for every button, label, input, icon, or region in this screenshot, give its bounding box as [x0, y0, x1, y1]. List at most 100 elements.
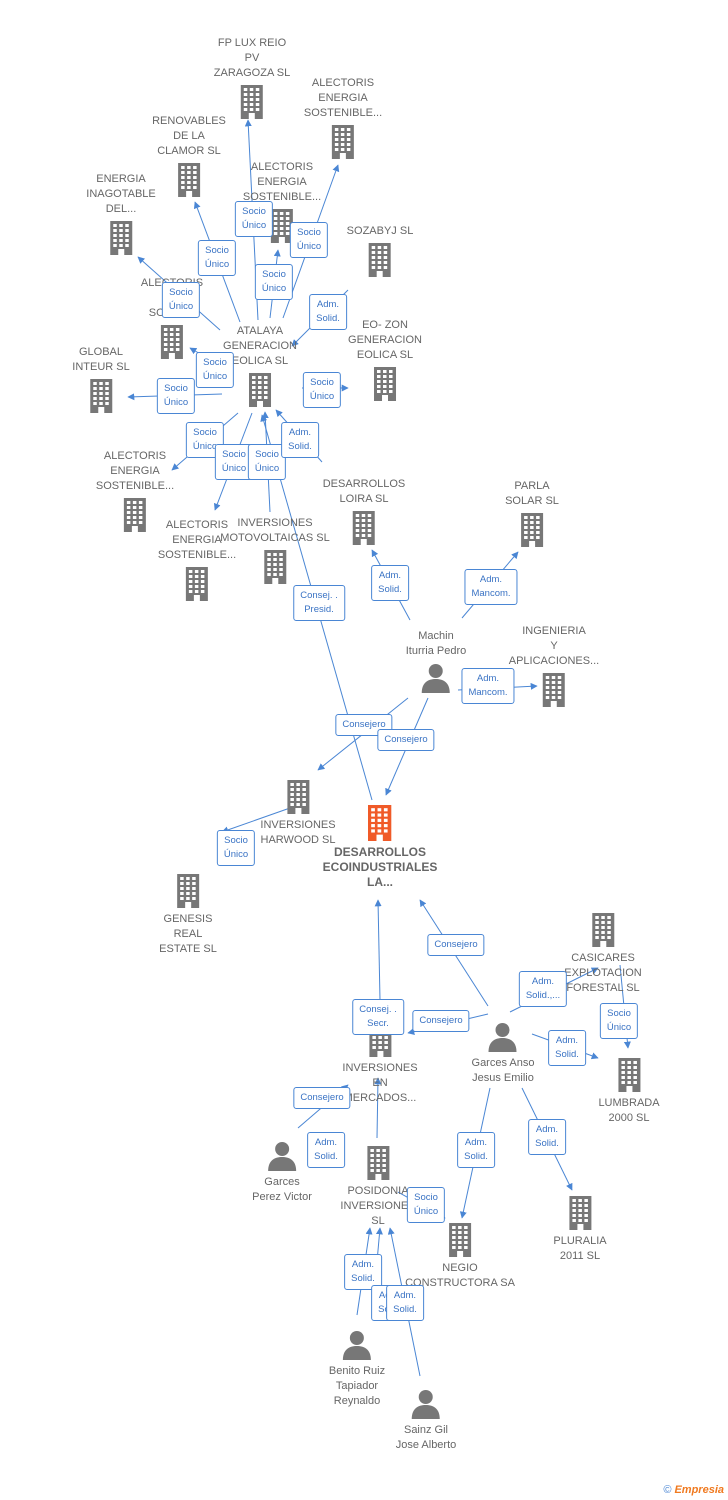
company-node[interactable]: RENOVABLES DE LA CLAMOR SL	[152, 114, 226, 197]
edge-label-badge[interactable]: Adm. Solid.	[548, 1030, 586, 1066]
node-label[interactable]: EO- ZON GENERACION EOLICA SL	[348, 319, 422, 361]
node-label[interactable]: PLURALIA 2011 SL	[553, 1235, 607, 1262]
person-icon	[422, 664, 450, 693]
node-label[interactable]: Benito Ruiz Tapiador Reynaldo	[328, 1365, 386, 1407]
node-label[interactable]: Garces Anso Jesus Emilio	[471, 1057, 535, 1084]
brand-logo[interactable]: Empresia	[674, 1484, 724, 1496]
person-icon	[268, 1142, 296, 1171]
edge-label-badge[interactable]: Consejero	[412, 1010, 470, 1032]
building-icon	[90, 379, 112, 413]
company-node[interactable]: ALECTORIS ENERGIA SOSTENIBLE...	[96, 449, 174, 532]
node-label[interactable]: GENESIS REAL ESTATE SL	[159, 913, 217, 955]
node-label[interactable]: ALECTORIS ENERGIA SOSTENIBLE...	[95, 450, 175, 492]
edge-label-badge[interactable]: Adm. Solid.	[344, 1254, 382, 1290]
person-node[interactable]: Garces Perez Victor	[252, 1141, 312, 1205]
node-label[interactable]: NEGIO CONSTRUCTORA SA	[405, 1262, 515, 1289]
node-label[interactable]: INGENIERIA Y APLICACIONES...	[508, 625, 600, 667]
company-node[interactable]: SOZABYJ SL	[346, 224, 414, 277]
building-icon	[249, 373, 271, 407]
edge-label-badge[interactable]: Consejero	[427, 934, 485, 956]
company-node[interactable]: ALECTORIS ENERGIA SOSTENIBLE...	[304, 76, 382, 159]
building-icon	[124, 498, 146, 532]
edge-label-badge[interactable]: Adm. Mancom.	[461, 668, 515, 704]
edge-label-badge[interactable]: Socio Único	[195, 352, 235, 388]
node-label[interactable]: ALECTORIS ENERGIA SOSTENIBLE...	[242, 161, 322, 203]
company-node[interactable]: CASICARES EXPLOTACION FORESTAL SL	[564, 913, 642, 996]
edge-label-badge[interactable]: Socio Único	[197, 240, 237, 276]
edge-label-badge[interactable]: Consej. . Presid.	[293, 585, 345, 621]
edge-label-badge[interactable]: Adm. Solid.	[371, 565, 409, 601]
node-label[interactable]: INVERSIONES HARWOOD SL	[260, 819, 336, 846]
node-label[interactable]: ATALAYA GENERACION EOLICA SL	[223, 325, 297, 367]
main-company-node[interactable]: DESARROLLOS ECOINDUSTRIALES LA...	[322, 805, 438, 890]
edge-label-badge[interactable]: Socio Único	[289, 222, 329, 258]
edge-label-badge[interactable]: Socio Único	[406, 1187, 446, 1223]
company-node[interactable]: ALECTORIS ENERGIA SOSTENIBLE...	[158, 518, 236, 601]
edge-label-badge[interactable]: Socio Único	[161, 282, 201, 318]
company-node[interactable]: EO- ZON GENERACION EOLICA SL	[348, 318, 422, 401]
node-label[interactable]: GLOBAL INTEUR SL	[72, 346, 130, 373]
node-label[interactable]: DESARROLLOS LOIRA SL	[322, 478, 406, 505]
company-node[interactable]: ATALAYA GENERACION EOLICA SL	[223, 324, 297, 407]
edge-label-badge[interactable]: Consejero	[377, 729, 435, 751]
node-label[interactable]: ENERGIA INAGOTABLE DEL...	[86, 173, 156, 215]
node-label[interactable]: Sainz Gil Jose Alberto	[395, 1424, 457, 1451]
company-node[interactable]: DESARROLLOS LOIRA SL	[322, 477, 406, 545]
edge-label-badge[interactable]: Socio Único	[599, 1003, 639, 1039]
node-label[interactable]: CASICARES EXPLOTACION FORESTAL SL	[564, 952, 642, 994]
company-node[interactable]: INVERSIONES EN MERCADOS...	[342, 1023, 418, 1106]
node-label[interactable]: Machin Iturria Pedro	[405, 630, 467, 657]
node-label[interactable]: DESARROLLOS ECOINDUSTRIALES LA...	[322, 845, 438, 889]
node-label[interactable]: Garces Perez Victor	[252, 1176, 312, 1203]
company-node[interactable]: INVERSIONES HARWOOD SL	[260, 780, 336, 848]
person-node[interactable]: Sainz Gil Jose Alberto	[395, 1389, 457, 1453]
node-label[interactable]: RENOVABLES DE LA CLAMOR SL	[152, 115, 226, 157]
person-node[interactable]: Benito Ruiz Tapiador Reynaldo	[329, 1330, 385, 1409]
node-label[interactable]: POSIDONIA INVERSIONES SL	[340, 1185, 416, 1227]
building-icon	[367, 1146, 389, 1180]
company-node[interactable]: INGENIERIA Y APLICACIONES...	[509, 624, 599, 707]
person-node[interactable]: Garces Anso Jesus Emilio	[471, 1022, 535, 1086]
edge-label-badge[interactable]: Adm. Mancom.	[464, 569, 518, 605]
company-node[interactable]: POSIDONIA INVERSIONES SL	[340, 1146, 416, 1229]
edge-label-badge[interactable]: Socio Único	[234, 201, 274, 237]
building-icon	[178, 163, 200, 197]
edge-label-badge[interactable]: Socio Único	[156, 378, 196, 414]
company-node[interactable]: FP LUX REIO PV ZARAGOZA SL	[214, 36, 290, 119]
company-node[interactable]: ENERGIA INAGOTABLE DEL...	[86, 172, 156, 255]
person-icon	[342, 1331, 371, 1360]
node-label[interactable]: FP LUX REIO PV ZARAGOZA SL	[213, 37, 291, 79]
company-node[interactable]: ALECTORIS ENERGIA SOSTENIBLE...	[243, 160, 321, 243]
node-label[interactable]: INVERSIONES MOTOVOLTAICAS SL	[220, 517, 330, 544]
company-node[interactable]: NEGIO CONSTRUCTORA SA	[405, 1223, 515, 1291]
company-node[interactable]: PLURALIA 2011 SL	[553, 1196, 607, 1264]
node-label[interactable]: SOZABYJ SL	[346, 225, 414, 237]
edge-label-badge[interactable]: Socio Único	[216, 830, 256, 866]
edge-label-badge[interactable]: Socio Único	[302, 372, 342, 408]
node-label[interactable]: PARLA SOLAR SL	[505, 480, 559, 507]
company-node[interactable]: INVERSIONES MOTOVOLTAICAS SL	[220, 516, 330, 584]
edge-label-badge[interactable]: Consejero	[293, 1087, 351, 1109]
person-node[interactable]: Machin Iturria Pedro	[405, 629, 467, 693]
node-label[interactable]: ALECTORIS ENERGIA SOSTENIBLE...	[157, 519, 237, 561]
building-icon	[287, 780, 309, 814]
edge-label-badge[interactable]: Socio Único	[254, 264, 294, 300]
company-node[interactable]: LUMBRADA 2000 SL	[598, 1058, 660, 1126]
company-node[interactable]: PARLA SOLAR SL	[505, 479, 559, 547]
edge-label-badge[interactable]: Socio Único	[247, 444, 287, 480]
building-icon	[109, 221, 132, 255]
person-icon	[411, 1390, 440, 1419]
edge-label-badge[interactable]: Adm. Solid.	[528, 1119, 566, 1155]
edge-label-badge[interactable]: Adm. Solid.,...	[518, 971, 568, 1007]
node-label[interactable]: LUMBRADA 2000 SL	[598, 1097, 660, 1124]
edge-label-badge[interactable]: Adm. Solid.	[457, 1132, 495, 1168]
node-label[interactable]: INVERSIONES EN MERCADOS...	[342, 1062, 418, 1104]
edge-label-badge[interactable]: Adm. Solid.	[386, 1285, 424, 1321]
company-node[interactable]: GLOBAL INTEUR SL	[72, 345, 130, 413]
edge-label-badge[interactable]: Adm. Solid.	[307, 1132, 345, 1168]
node-label[interactable]: ALECTORIS ENERGIA SOSTENIBLE...	[303, 77, 383, 119]
company-node[interactable]: GENESIS REAL ESTATE SL	[159, 874, 217, 957]
edge-label-badge[interactable]: Consej. . Secr.	[352, 999, 404, 1035]
edge-label-badge[interactable]: Adm. Solid.	[309, 294, 347, 330]
edge-label-badge[interactable]: Adm. Solid.	[281, 422, 319, 458]
